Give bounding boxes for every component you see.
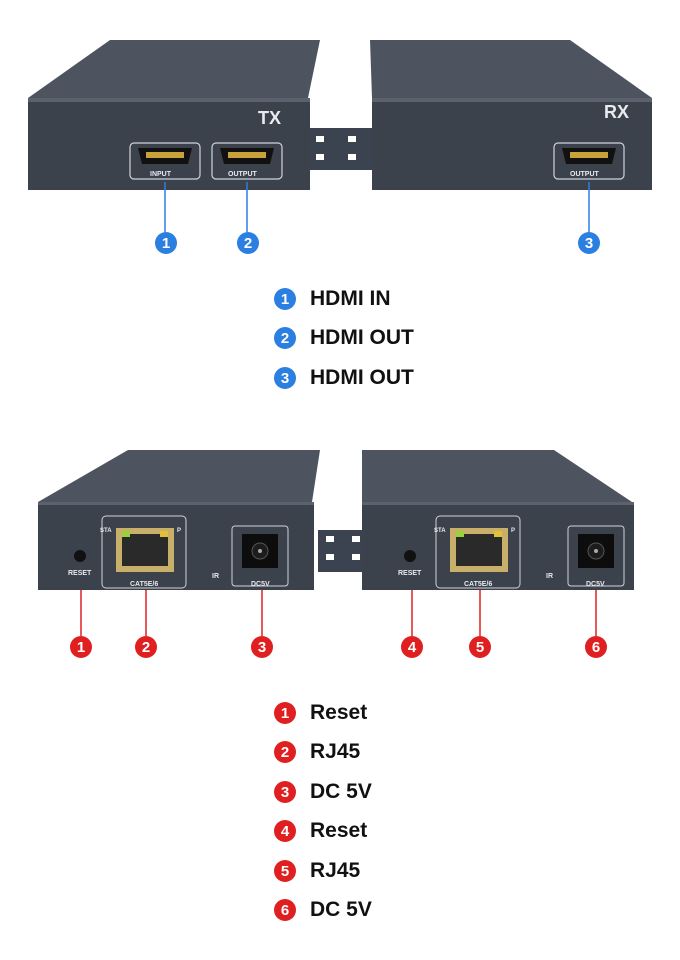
legend-number: 3 <box>274 367 296 389</box>
legend-text: DC 5V <box>310 780 372 803</box>
bottom-device-illustration <box>38 450 634 636</box>
rj45-label-right: CAT5E/6 <box>464 581 493 588</box>
legend-item: 2 HDMI OUT <box>274 325 414 351</box>
legend-number: 3 <box>274 781 296 803</box>
rj45-label-left: CAT5E/6 <box>130 581 159 588</box>
callout-lines <box>80 590 597 636</box>
callout-2: 2 <box>237 232 259 254</box>
dc-label-left: DC5V <box>251 581 270 588</box>
legend-number: 5 <box>274 860 296 882</box>
reset-label-right: RESET <box>398 570 422 577</box>
port-label-input: INPUT <box>150 171 171 178</box>
sta-label-left: STA <box>100 528 112 534</box>
callout-lines <box>164 182 590 232</box>
callout-5: 5 <box>469 636 491 658</box>
right-unit <box>362 450 634 590</box>
legend-item: 5 RJ45 <box>274 858 360 884</box>
legend-item: 1 Reset <box>274 700 367 726</box>
legend-number: 4 <box>274 820 296 842</box>
callout-3: 3 <box>578 232 600 254</box>
callout-6: 6 <box>585 636 607 658</box>
legend-number: 2 <box>274 741 296 763</box>
sta-label-right: STA <box>434 528 446 534</box>
callout-1: 1 <box>70 636 92 658</box>
dc-label-right: DC5V <box>586 581 605 588</box>
tx-label: TX <box>258 108 282 128</box>
legend-number: 6 <box>274 899 296 921</box>
rx-unit <box>370 40 652 190</box>
legend-text: HDMI IN <box>310 287 391 310</box>
rx-label: RX <box>604 102 630 122</box>
reset-label-left: RESET <box>68 570 92 577</box>
legend-item: 2 RJ45 <box>274 739 360 765</box>
legend-text: RJ45 <box>310 740 361 763</box>
legend-item: 1 HDMI IN <box>274 286 391 312</box>
legend-text: RJ45 <box>310 859 361 882</box>
legend-item: 4 Reset <box>274 818 367 844</box>
p-label-left: P <box>177 528 182 534</box>
legend-text: HDMI OUT <box>310 326 414 349</box>
legend-item: 3 HDMI OUT <box>274 365 414 391</box>
legend-number: 1 <box>274 702 296 724</box>
legend-number: 1 <box>274 288 296 310</box>
callout-4: 4 <box>401 636 423 658</box>
left-unit <box>38 450 320 590</box>
tx-unit <box>28 40 320 190</box>
hdmi-port-output-tx <box>211 142 283 180</box>
callout-2: 2 <box>135 636 157 658</box>
legend-text: DC 5V <box>310 898 372 921</box>
p-label-right: P <box>511 528 516 534</box>
ir-label-right: IR <box>546 573 553 580</box>
legend-text: Reset <box>310 701 368 724</box>
callout-3: 3 <box>251 636 273 658</box>
mounting-bracket <box>306 128 374 170</box>
top-device-illustration <box>28 40 652 232</box>
hdmi-port-output-rx <box>553 142 625 180</box>
callout-1: 1 <box>155 232 177 254</box>
port-label-output-tx: OUTPUT <box>228 171 257 178</box>
legend-text: Reset <box>310 819 368 842</box>
legend-text: HDMI OUT <box>310 366 414 389</box>
legend-number: 2 <box>274 327 296 349</box>
legend-item: 6 DC 5V <box>274 897 372 923</box>
port-label-output-rx: OUTPUT <box>570 171 599 178</box>
hdmi-port-input <box>129 142 201 180</box>
ir-label-left: IR <box>212 573 219 580</box>
legend-item: 3 DC 5V <box>274 779 372 805</box>
